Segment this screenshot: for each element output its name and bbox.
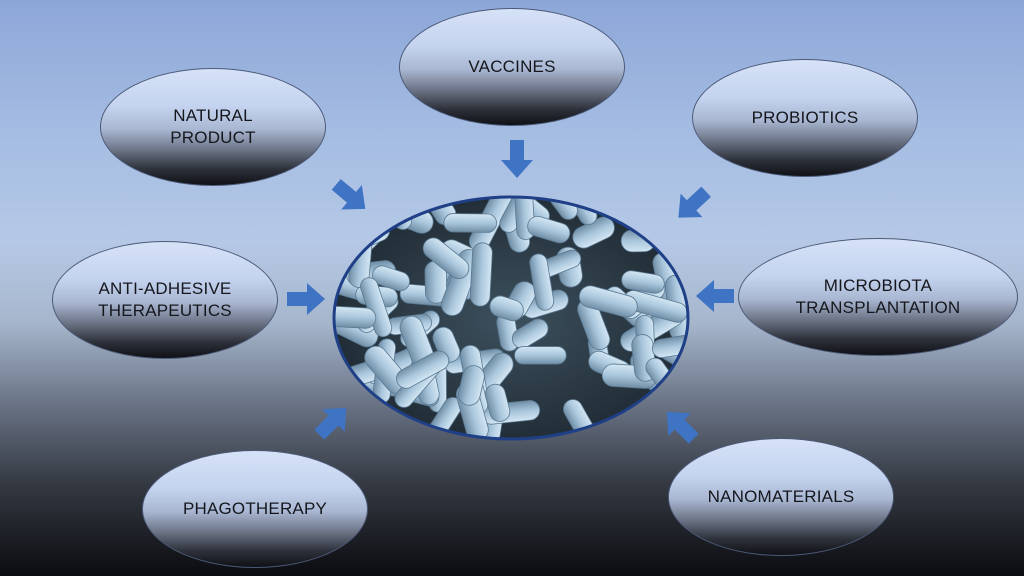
node-probiotics: PROBIOTICS	[692, 59, 918, 177]
bacterium-rod	[396, 350, 450, 389]
bacterium-rod	[443, 213, 498, 233]
node-anti-adhesive-label: ANTI-ADHESIVE THERAPEUTICS	[98, 279, 232, 320]
bacterium-rod	[578, 285, 638, 318]
arrow-vaccines	[501, 140, 533, 178]
arrow-microbiota	[696, 280, 734, 312]
node-microbiota-transplantation: MICROBIOTA TRANSPLANTATION	[738, 238, 1018, 356]
node-vaccines-label: VACCINES	[468, 57, 556, 76]
bacterium-rod	[527, 215, 571, 244]
bacterium-rod	[639, 207, 684, 239]
node-phagotherapy-label: PHAGOTHERAPY	[182, 499, 328, 518]
node-natural-product: NATURAL PRODUCT	[100, 68, 326, 186]
bacterium-rod	[484, 383, 511, 422]
bacterium-rod	[422, 237, 470, 280]
node-natural-product-label: NATURAL PRODUCT	[170, 106, 256, 147]
bacterium-rod	[621, 270, 665, 294]
bacterium-rod	[489, 295, 524, 322]
bacterium-rod	[529, 253, 555, 311]
node-phagotherapy: PHAGOTHERAPY	[142, 450, 368, 568]
bacterium-rod	[469, 242, 493, 307]
bacterium-rod	[514, 346, 567, 365]
arrow-anti-adhesive	[287, 283, 325, 315]
bacterium-rod	[372, 265, 410, 292]
node-microbiota-label: MICROBIOTA TRANSPLANTATION	[795, 276, 961, 317]
bacterium-rod	[334, 305, 377, 329]
node-probiotics-label: PROBIOTICS	[751, 108, 859, 127]
bacterium-rod	[348, 207, 390, 229]
node-nanomaterials: NANOMATERIALS	[668, 438, 894, 556]
bacterium-rod	[458, 365, 485, 406]
bacteria-rods	[334, 197, 688, 439]
bacterium-rod	[511, 318, 549, 349]
node-vaccines: VACCINES	[399, 8, 625, 126]
node-anti-adhesive: ANTI-ADHESIVE THERAPEUTICS	[52, 241, 278, 359]
node-nanomaterials-label: NANOMATERIALS	[707, 487, 855, 506]
bacterium-rod	[669, 197, 688, 223]
bacteria-micrograph-image	[332, 195, 690, 441]
